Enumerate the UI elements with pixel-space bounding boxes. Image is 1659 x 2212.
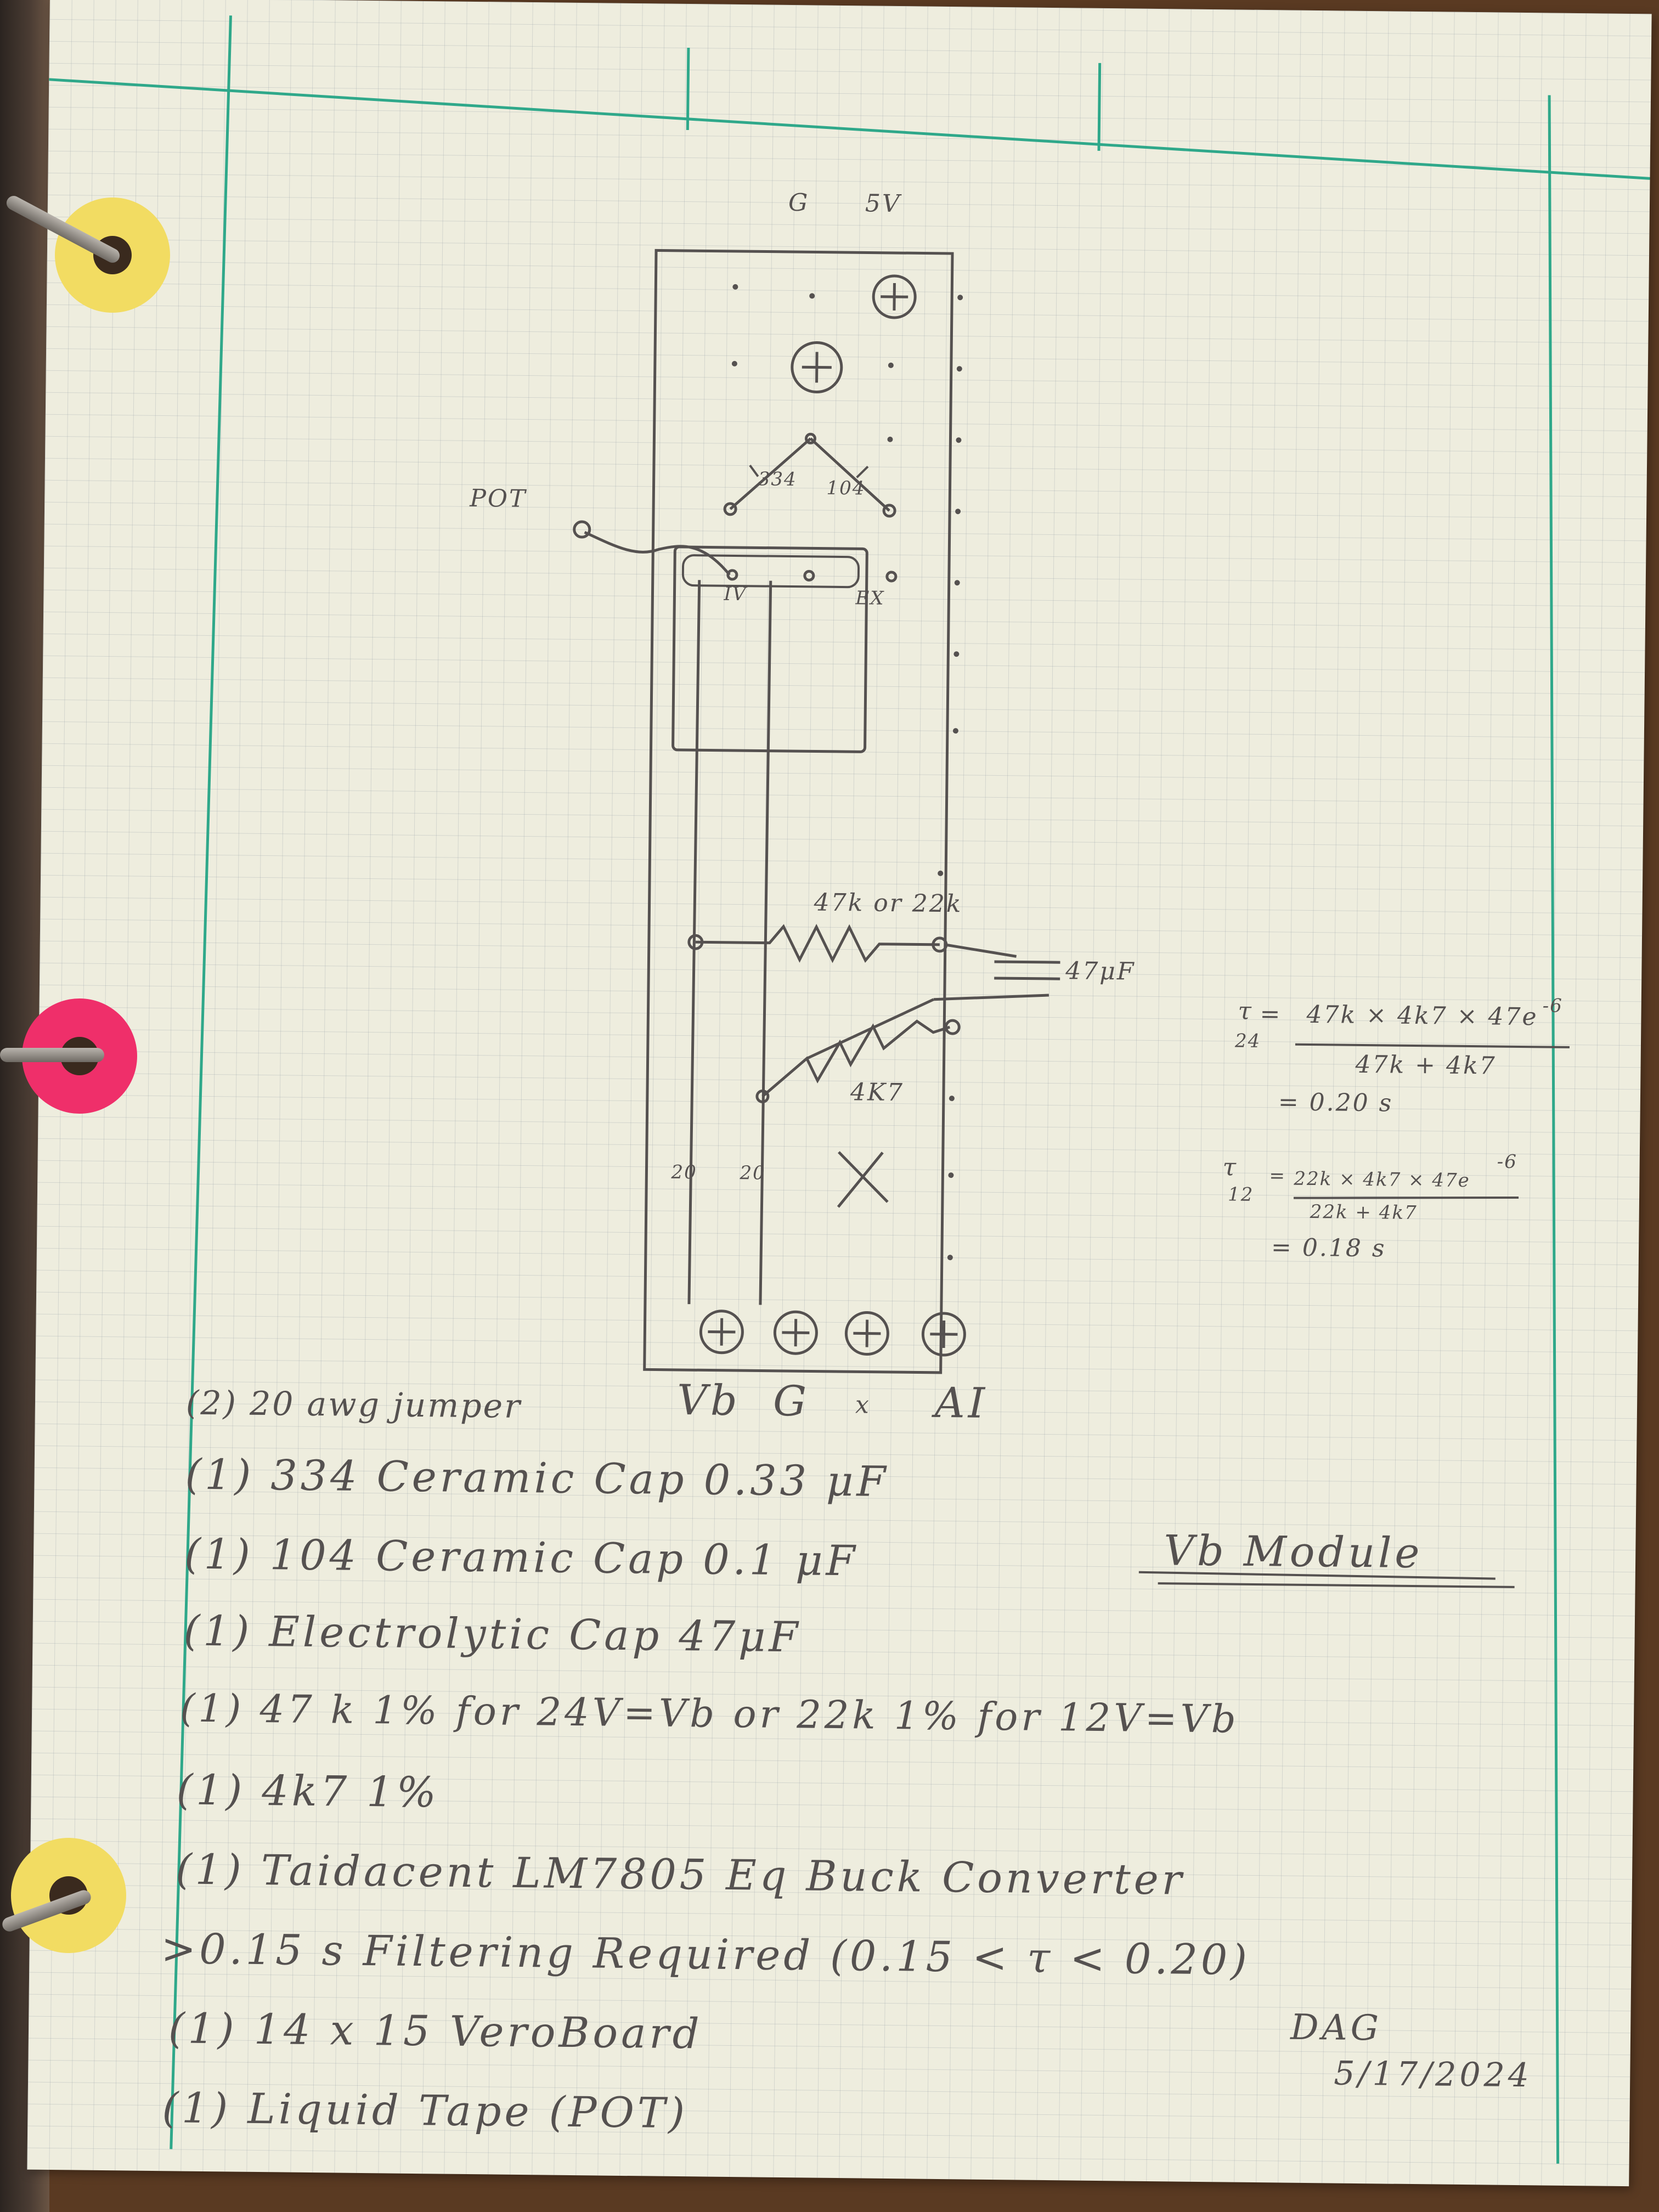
cap-334-plate bbox=[749, 465, 759, 477]
module-title-underline-2 bbox=[1158, 1582, 1515, 1588]
x-mark-b bbox=[837, 1152, 884, 1208]
list-item: (1) 334 Ceramic Cap 0.33 μF bbox=[185, 1449, 889, 1506]
sketch-layer bbox=[49, 15, 1650, 2164]
binder-ring-icon bbox=[0, 1048, 104, 1062]
list-item: (1) 104 Ceramic Cap 0.1 μF bbox=[184, 1529, 859, 1585]
eq24-equals: = bbox=[1260, 1000, 1282, 1029]
resistor-47k-label: 47k or 22k bbox=[814, 888, 963, 918]
pot-wire bbox=[584, 531, 731, 576]
veroboard-outline bbox=[643, 249, 954, 1374]
eq12-result: = 0.18 s bbox=[1271, 1233, 1386, 1263]
capacitor-plate-2 bbox=[994, 977, 1060, 980]
wire-gauge-left-label: 20 bbox=[671, 1161, 697, 1184]
left-margin-line bbox=[170, 15, 232, 2149]
screw-terminal-icon bbox=[773, 1310, 818, 1355]
top-margin-line bbox=[49, 78, 1650, 180]
eq24-denominator: 47k + 4k7 bbox=[1355, 1050, 1497, 1080]
header-pin-2 bbox=[803, 569, 815, 582]
cap-104-label: 104 bbox=[826, 477, 866, 500]
list-item: (1) Electrolytic Cap 47μF bbox=[183, 1606, 802, 1662]
module-title: Vb Module bbox=[1163, 1526, 1423, 1578]
resistor-47k bbox=[695, 923, 940, 963]
eq12-denominator: 22k + 4k7 bbox=[1310, 1200, 1418, 1224]
pot-icon bbox=[573, 520, 591, 539]
eq24-exponent: -6 bbox=[1542, 995, 1564, 1017]
eq12-exponent: -6 bbox=[1497, 1150, 1518, 1173]
signature-initials: DAG bbox=[1290, 2007, 1383, 2049]
screw-terminal-icon bbox=[921, 1312, 966, 1357]
pot-pin-ex-label: EX bbox=[855, 587, 885, 610]
list-item: (1) 4k7 1% bbox=[176, 1765, 440, 1817]
top-terminal-5v-label: 5V bbox=[865, 189, 902, 218]
node-vb bbox=[687, 934, 704, 950]
eq24-subscript: 24 bbox=[1234, 1030, 1261, 1053]
list-item: (2) 20 awg jumper bbox=[185, 1384, 522, 1426]
node-4k7-right bbox=[944, 1019, 961, 1035]
resistor-4k7-label: 4K7 bbox=[850, 1078, 905, 1107]
cap-lead-bottom bbox=[933, 994, 1049, 1001]
eq12-equals: = bbox=[1269, 1165, 1286, 1187]
eq24-tau: τ bbox=[1238, 997, 1254, 1025]
bottom-terminal-g-label: G bbox=[772, 1376, 810, 1426]
eq24-numerator: 47k × 4k7 × 47e bbox=[1306, 1000, 1538, 1031]
cap-334-end bbox=[723, 502, 737, 516]
signature-date: 5/17/2024 bbox=[1333, 2054, 1533, 2095]
cap-104-end bbox=[882, 504, 896, 518]
wire-gauge-right-label: 20 bbox=[740, 1162, 766, 1184]
bottom-terminal-x-label: x bbox=[855, 1391, 871, 1419]
bottom-terminal-ai-label: AI bbox=[934, 1378, 989, 1427]
veroboard-holes bbox=[731, 284, 963, 1261]
cap-104-plate bbox=[856, 466, 869, 478]
electrolytic-cap-label: 47μF bbox=[1065, 957, 1136, 986]
module-title-underline bbox=[1138, 1571, 1496, 1580]
resistor-4k7 bbox=[761, 1019, 951, 1098]
cap-104-lead-a bbox=[809, 437, 890, 512]
screw-terminal-icon bbox=[844, 1311, 889, 1356]
list-item: (1) Liquid Tape (POT) bbox=[162, 2083, 689, 2138]
header-pin-1 bbox=[726, 569, 738, 581]
eq12-subscript: 12 bbox=[1227, 1183, 1254, 1206]
cap-lead-top bbox=[945, 943, 1017, 958]
top-terminal-g-label: G bbox=[788, 188, 810, 217]
header-divider-2 bbox=[1097, 63, 1102, 151]
screw-terminal-icon bbox=[699, 1310, 744, 1355]
pot-label: POT bbox=[470, 484, 527, 513]
wire-to-4k7 bbox=[806, 998, 934, 1060]
screw-terminal-icon bbox=[791, 341, 843, 393]
header-divider-1 bbox=[686, 47, 690, 131]
veroboard bbox=[573, 249, 1060, 1374]
graph-paper-sheet: G 5V POT IV EX 334 104 47k or 22k 47μF 4… bbox=[27, 0, 1652, 2187]
pot-pin-inv-label: IV bbox=[724, 583, 747, 606]
header-pin-3 bbox=[885, 571, 898, 583]
screw-terminal-icon bbox=[872, 274, 917, 319]
right-margin-line bbox=[1548, 95, 1560, 2164]
margin-lines bbox=[49, 15, 1650, 2164]
eq24-fraction-bar bbox=[1295, 1043, 1570, 1048]
node-4k7-left bbox=[755, 1090, 770, 1104]
cap-334-lead-a bbox=[729, 437, 812, 510]
list-item: (1) 14 x 15 VeroBoard bbox=[168, 2004, 703, 2058]
cap-junction bbox=[804, 432, 816, 444]
screw-terminals bbox=[699, 274, 966, 1357]
eq12-tau: τ bbox=[1222, 1153, 1238, 1182]
eq12-fraction-bar bbox=[1294, 1196, 1519, 1199]
fraction-bars bbox=[1138, 1043, 1570, 1588]
bottom-terminal-vb-label: Vb bbox=[676, 1375, 741, 1425]
eq24-result: = 0.20 s bbox=[1278, 1088, 1393, 1118]
trace-vb bbox=[687, 580, 701, 1305]
cap-334-label: 334 bbox=[758, 468, 797, 491]
eq12-numerator: 22k × 4k7 × 47e bbox=[1294, 1167, 1470, 1192]
